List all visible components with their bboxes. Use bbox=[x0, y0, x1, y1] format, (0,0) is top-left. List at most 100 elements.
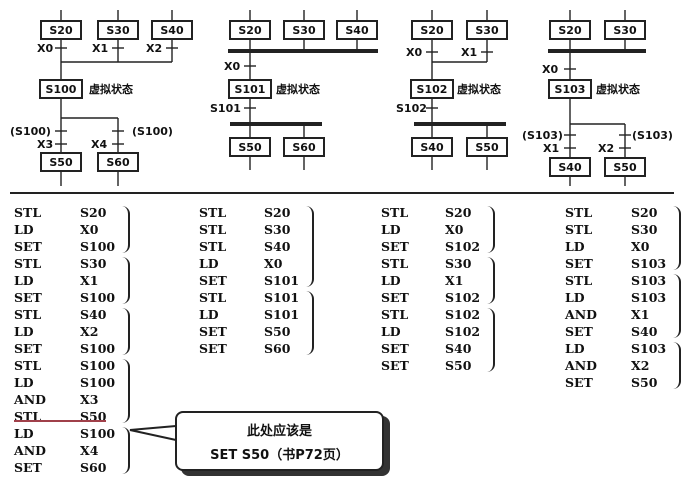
operand: S30 bbox=[445, 256, 472, 271]
operand: X0 bbox=[631, 239, 650, 254]
step-label: S20 bbox=[558, 24, 582, 37]
operand: S100 bbox=[80, 341, 116, 356]
instruction-row: SET S101 bbox=[199, 272, 329, 289]
opcode: STL bbox=[199, 205, 227, 220]
opcode: LD bbox=[565, 290, 585, 305]
label: (S103) bbox=[632, 129, 673, 142]
label: X4 bbox=[91, 138, 107, 151]
operand: S30 bbox=[264, 222, 291, 237]
instruction-row: SET S100 bbox=[14, 340, 144, 357]
opcode: STL bbox=[14, 409, 42, 424]
step-label: S30 bbox=[613, 24, 637, 37]
opcode: STL bbox=[14, 307, 42, 322]
opcode: STL bbox=[14, 358, 42, 373]
operand: X3 bbox=[80, 392, 99, 407]
instruction-row: LD S100 bbox=[14, 425, 144, 442]
group-brace bbox=[122, 257, 130, 304]
opcode: SET bbox=[199, 273, 227, 288]
operand: S20 bbox=[445, 205, 472, 220]
operand: S50 bbox=[445, 358, 472, 373]
virtual-state-label: 虚拟状态 bbox=[596, 82, 640, 96]
operand: X1 bbox=[445, 273, 464, 288]
operand: X4 bbox=[80, 443, 99, 458]
operand: S50 bbox=[631, 375, 658, 390]
instruction-row: STL S40 bbox=[14, 306, 144, 323]
step-label: S20 bbox=[49, 24, 73, 37]
opcode: SET bbox=[14, 239, 42, 254]
opcode: LD bbox=[565, 341, 585, 356]
label: (S103) bbox=[522, 129, 563, 142]
opcode: STL bbox=[565, 273, 593, 288]
group-brace bbox=[122, 206, 130, 253]
label: (S100) bbox=[10, 125, 51, 138]
operand: S102 bbox=[445, 324, 481, 339]
label: X0 bbox=[542, 63, 558, 76]
opcode: SET bbox=[565, 375, 593, 390]
operand: S100 bbox=[80, 375, 116, 390]
instruction-row: STL S20 bbox=[565, 204, 684, 221]
step-label: S50 bbox=[613, 161, 637, 174]
opcode: STL bbox=[199, 222, 227, 237]
callout-pointer-mask bbox=[179, 415, 380, 419]
opcode: SET bbox=[381, 290, 409, 305]
instruction-row: AND X3 bbox=[14, 391, 144, 408]
instruction-row: STL S102 bbox=[381, 306, 511, 323]
label: S102 bbox=[396, 102, 427, 115]
opcode: SET bbox=[14, 341, 42, 356]
step-label: S40 bbox=[345, 24, 369, 37]
virtual-state-label: 虚拟状态 bbox=[89, 82, 133, 96]
opcode: SET bbox=[199, 341, 227, 356]
operand: S101 bbox=[264, 273, 300, 288]
opcode: AND bbox=[565, 307, 597, 322]
operand: S102 bbox=[445, 307, 481, 322]
opcode: AND bbox=[14, 392, 46, 407]
operand: S40 bbox=[80, 307, 107, 322]
virtual-state-label: 虚拟状态 bbox=[276, 82, 320, 96]
group-brace bbox=[673, 206, 681, 270]
instruction-row: SET S50 bbox=[565, 374, 684, 391]
callout-line2: SET S50（书P72页） bbox=[210, 448, 349, 463]
operand: S30 bbox=[631, 222, 658, 237]
operand: S20 bbox=[631, 205, 658, 220]
label: X3 bbox=[37, 138, 53, 151]
operand: S60 bbox=[80, 460, 107, 475]
instruction-row: LD X0 bbox=[565, 238, 684, 255]
opcode: STL bbox=[565, 222, 593, 237]
step-label: S50 bbox=[238, 141, 262, 154]
step-label: S100 bbox=[46, 83, 77, 96]
operand: S101 bbox=[264, 290, 300, 305]
label: X1 bbox=[461, 46, 477, 59]
opcode: STL bbox=[565, 205, 593, 220]
opcode: LD bbox=[14, 273, 34, 288]
opcode: SET bbox=[565, 324, 593, 339]
opcode: STL bbox=[381, 205, 409, 220]
label: X1 bbox=[92, 42, 108, 55]
step-label: S20 bbox=[420, 24, 444, 37]
instruction-row: STL S30 bbox=[565, 221, 684, 238]
step-label: S102 bbox=[417, 83, 448, 96]
opcode: LD bbox=[565, 239, 585, 254]
operand: S30 bbox=[80, 256, 107, 271]
group-brace bbox=[487, 257, 495, 304]
opcode: AND bbox=[565, 358, 597, 373]
opcode: LD bbox=[14, 426, 34, 441]
section-divider bbox=[10, 192, 674, 194]
group-brace bbox=[673, 342, 681, 389]
opcode: STL bbox=[381, 307, 409, 322]
operand: S100 bbox=[80, 426, 116, 441]
step-label: S30 bbox=[106, 24, 130, 37]
operand: S50 bbox=[264, 324, 291, 339]
opcode: SET bbox=[381, 358, 409, 373]
